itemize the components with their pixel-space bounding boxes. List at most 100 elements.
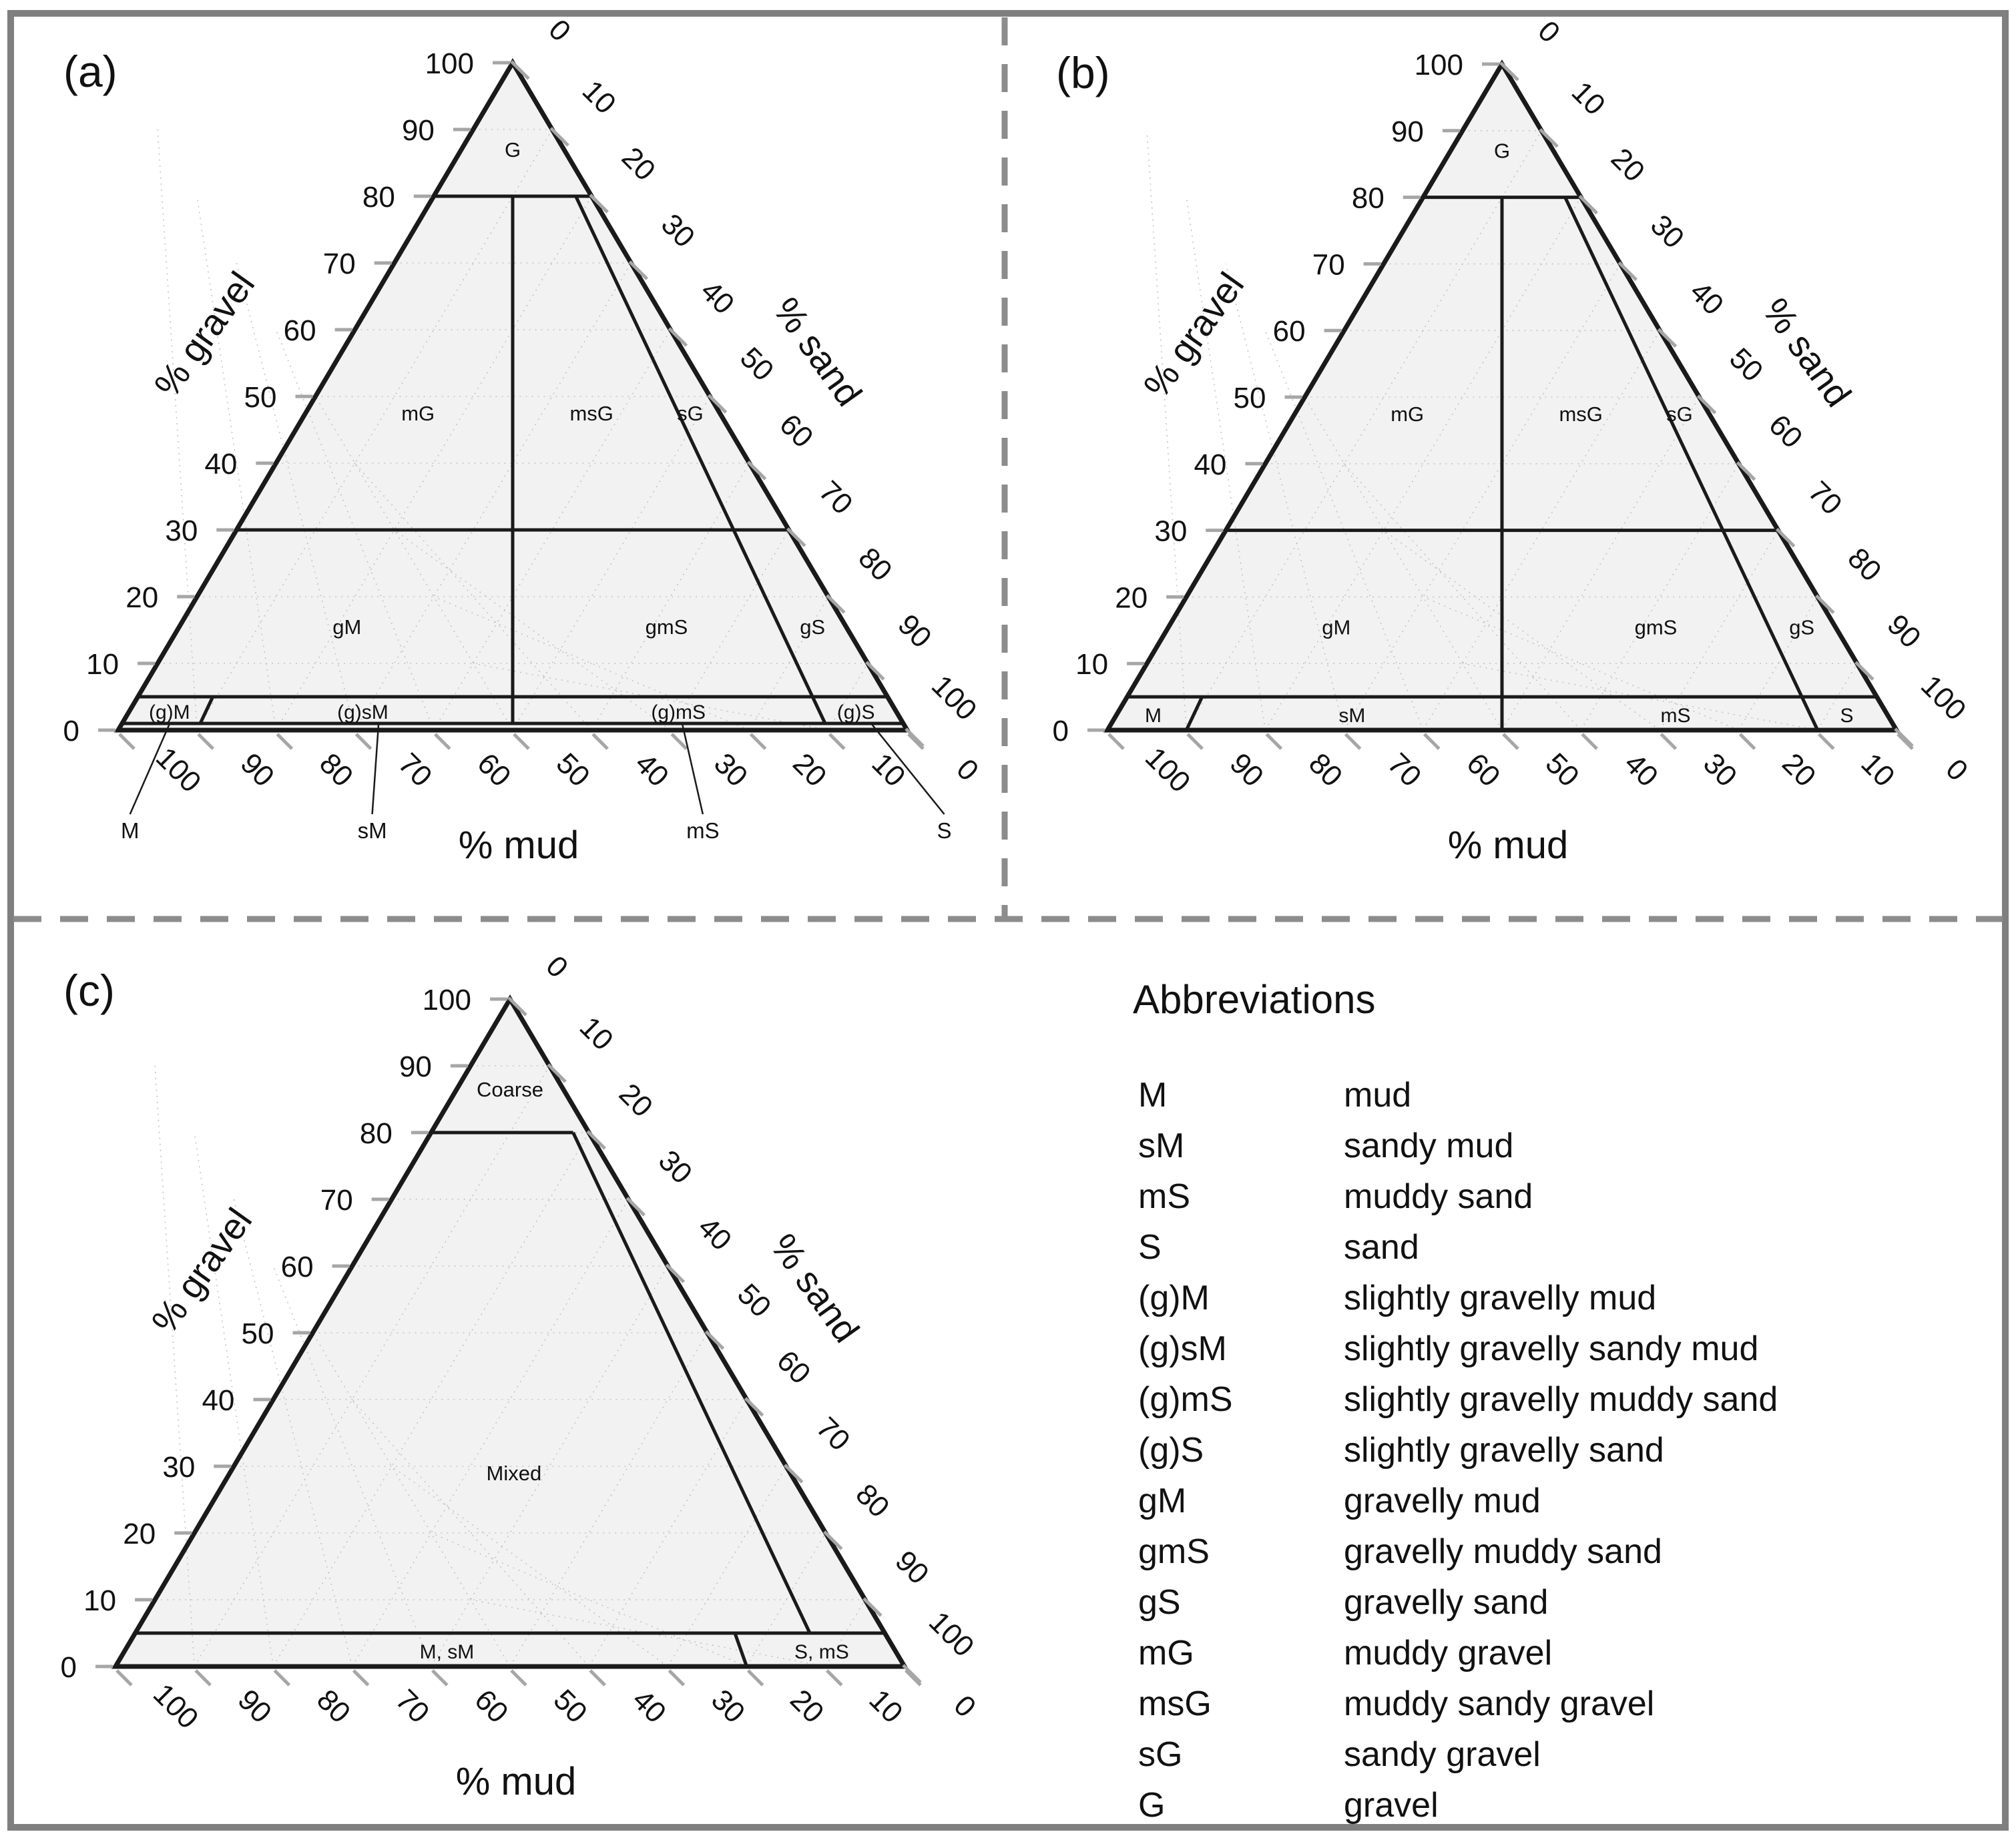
sand-tick: [1617, 261, 1638, 282]
abbr-code: mG: [1138, 1634, 1194, 1672]
mud-tick: [746, 1669, 764, 1686]
sand-tick: [1578, 194, 1598, 215]
sand-tick: [510, 60, 530, 80]
sand-tick: [862, 1597, 883, 1617]
mud-tick: [1107, 733, 1125, 750]
gravel-tick-label: 80: [360, 1117, 393, 1150]
grid-line-sand: [828, 663, 868, 731]
mud-tick: [1186, 733, 1204, 750]
callout-label-M: M: [121, 818, 140, 843]
region-label-mG: mG: [401, 402, 435, 425]
panel-letter: (a): [63, 47, 117, 96]
class-boundary-line: [574, 195, 827, 725]
class-boundaries: [1127, 196, 1877, 731]
callout-label-sM: sM: [358, 818, 387, 843]
gravel-tick-label: 90: [399, 1050, 432, 1083]
sand-tick: [628, 260, 649, 280]
grid-line-sand: [1817, 663, 1858, 731]
region-label-MsM: M, sM: [420, 1641, 475, 1663]
abbr-meaning: sandy mud: [1344, 1127, 1513, 1165]
abbr-code: G: [1138, 1786, 1165, 1825]
sand-tick: [865, 661, 885, 681]
bottom-axis-title: % mud: [1448, 824, 1569, 867]
sand-tick: [1657, 328, 1678, 348]
region-label-gmS: gmS: [646, 615, 688, 639]
bottom-axis-title: % mud: [456, 1760, 577, 1803]
grid-line-mud: [236, 262, 356, 731]
region-label-mG: mG: [1391, 402, 1424, 426]
mud-tick: [1344, 733, 1362, 750]
sand-tick: [1894, 727, 1914, 747]
abbr-meaning: slightly gravelly sandy mud: [1344, 1329, 1758, 1368]
mud-tick: [354, 733, 372, 750]
grid-line-sand: [272, 1132, 589, 1667]
sand-tick: [786, 527, 806, 547]
mud-tick: [828, 733, 846, 750]
class-boundaries: [121, 194, 904, 725]
sand-tick: [746, 461, 767, 481]
region-label-gM: (g)M: [149, 701, 190, 723]
gravel-tick-label: 0: [1053, 715, 1069, 747]
region-label-gmS: (g)mS: [651, 701, 706, 723]
abbr-meaning: gravelly sand: [1344, 1583, 1548, 1622]
grid-line-mud: [154, 1065, 195, 1667]
gravel-tick-label: 50: [242, 1317, 274, 1350]
sand-tick: [668, 327, 688, 347]
sand-tick: [704, 1330, 725, 1350]
gravel-tick-label: 80: [1352, 182, 1384, 215]
abbr-code: mS: [1138, 1177, 1190, 1216]
gravel-tick-label: 100: [1415, 49, 1463, 81]
gravel-tick-label: 90: [1391, 115, 1424, 148]
abbr-row: (g)sM slightly gravelly sandy mud: [1138, 1329, 1758, 1368]
region-label-SmS: S, mS: [794, 1641, 849, 1663]
mud-tick: [118, 733, 136, 750]
gravel-tick-label: 0: [61, 1651, 77, 1684]
grid-line-sand: [1343, 263, 1621, 731]
abbr-code: (g)sM: [1138, 1329, 1227, 1368]
gravel-tick-label: 30: [165, 515, 198, 547]
gravel-tick-label: 50: [1234, 382, 1266, 414]
mud-tick: [115, 1669, 133, 1686]
panel-letter: (c): [63, 966, 115, 1015]
figure-border: [7, 10, 2009, 1831]
mud-tick: [1738, 733, 1756, 750]
callout-line-M: [129, 723, 170, 815]
abbr-meaning: gravelly mud: [1344, 1482, 1541, 1520]
gravel-tick-label: 20: [123, 1518, 156, 1550]
gravel-tick-label: 60: [1273, 315, 1306, 348]
sand-tick: [902, 1664, 922, 1684]
region-label-gmS: gmS: [1635, 615, 1678, 639]
region-label-gM: gM: [332, 615, 361, 639]
abbr-code: gS: [1138, 1583, 1181, 1622]
grid-lines: [154, 1065, 866, 1667]
mud-tick: [431, 1669, 449, 1686]
grid-line-sand: [196, 129, 553, 731]
abbr-code: S: [1138, 1228, 1162, 1267]
region-label-G: G: [1494, 139, 1510, 163]
mud-tick: [670, 733, 688, 750]
mud-tick: [1818, 733, 1835, 750]
abbr-code: gmS: [1138, 1532, 1210, 1571]
class-boundary-line: [1563, 196, 1820, 731]
abbr-row: gS gravelly sand: [1138, 1583, 1548, 1622]
region-label-sG: sG: [1666, 402, 1693, 426]
callout-label-S: S: [937, 818, 952, 843]
mud-tick: [513, 733, 530, 750]
region-label-gsM: (g)sM: [337, 701, 389, 723]
mud-tick: [668, 1669, 686, 1686]
abbr-meaning: slightly gravelly mud: [1344, 1279, 1656, 1317]
gravel-tick-label: 60: [281, 1251, 314, 1283]
gravel-tick-label: 80: [362, 181, 395, 214]
gravel-tick-label: 100: [423, 984, 471, 1016]
